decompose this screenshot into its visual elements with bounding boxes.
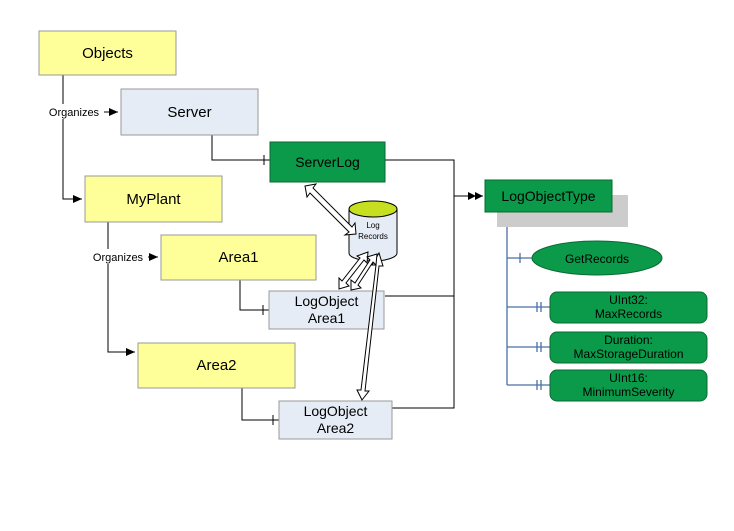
node-area2: [137, 342, 296, 389]
db-arrows: [304, 183, 384, 401]
edge-logobj2-type: [392, 296, 455, 409]
arrow-serverlog-db: [304, 183, 357, 236]
node-logobjecttype: [484, 179, 613, 213]
node-serverlog-label: ServerLog: [295, 154, 360, 170]
node-minseverity-type: UInt16:: [609, 371, 648, 385]
node-logobject-area2-line2: Area2: [317, 420, 355, 436]
node-logobject-area1-line2: Area1: [308, 310, 346, 326]
node-myplant: [84, 175, 223, 223]
edge-objects-myplant: [62, 112, 82, 203]
node-logobject-area2: [278, 400, 393, 440]
db-label-line1: Log: [366, 221, 379, 230]
arrow-logobject1-db-2: [350, 253, 378, 291]
node-maxrecords-name: MaxRecords: [595, 307, 662, 321]
node-minseverity: [549, 369, 708, 402]
node-area1: [160, 234, 317, 281]
arrow-logobject2-db: [356, 251, 384, 401]
db-top: [348, 200, 398, 218]
node-objects: [38, 30, 177, 76]
edge-area2-logobject: [241, 388, 279, 421]
member-connectors: [506, 210, 550, 390]
node-objects-label: Objects: [82, 45, 133, 62]
edge-serverlog-type: [385, 159, 455, 196]
node-maxrecords-type: UInt32:: [609, 293, 648, 307]
db-label-line2: Records: [358, 232, 388, 241]
organizes-label-2: Organizes: [93, 252, 144, 264]
edge-myplant-area2: [107, 257, 135, 356]
node-area2-label: Area2: [196, 357, 236, 374]
node-maxstorage-name: MaxStorageDuration: [573, 347, 683, 361]
organizes-label-1: Organizes: [49, 107, 100, 119]
node-logobject-area2-line1: LogObject: [304, 403, 368, 419]
edge-area1-logobject: [239, 280, 269, 311]
edge-server-serverlog: [211, 135, 270, 161]
node-logobject-area1: [268, 290, 385, 330]
node-myplant-label: MyPlant: [126, 191, 181, 208]
node-maxstorage-type: Duration:: [604, 333, 653, 347]
node-maxrecords: [549, 291, 708, 324]
log-records-db: Log Records: [348, 200, 398, 262]
arrow-logobject1-db: [338, 251, 369, 290]
node-area1-label: Area1: [218, 249, 258, 266]
node-logobjecttype-label: LogObjectType: [501, 188, 595, 204]
node-serverlog: [269, 141, 386, 183]
node-getrecords: [531, 240, 663, 276]
node-logobject-area1-line1: LogObject: [295, 293, 359, 309]
node-server: [120, 88, 259, 136]
node-getrecords-label: GetRecords: [565, 252, 629, 266]
node-minseverity-name: MinimumSeverity: [582, 385, 674, 399]
node-maxstorage: [549, 331, 708, 364]
organizes-label-bg-2: [88, 249, 148, 264]
organizes-label-bg-1: [44, 104, 104, 119]
node-server-label: Server: [167, 104, 211, 121]
